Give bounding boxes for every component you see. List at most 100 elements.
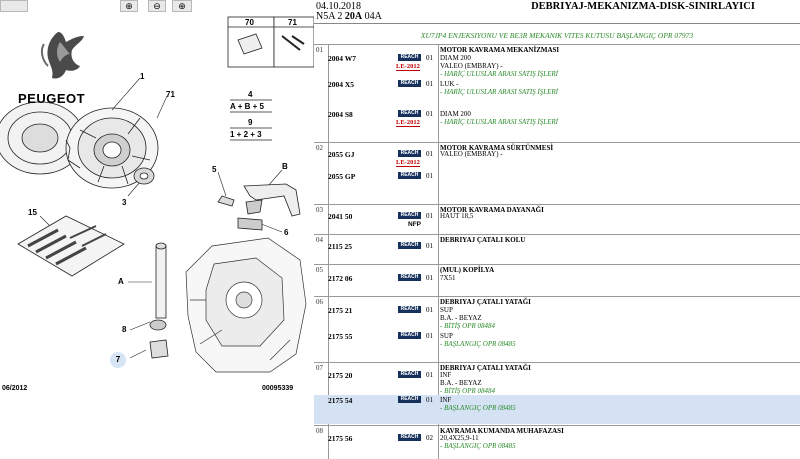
column-divider: [328, 44, 329, 459]
part-number[interactable]: 2175 54: [328, 396, 353, 405]
group-title: MOTOR KAVRAMA MEKANİZMASI: [440, 46, 560, 54]
diagram-drawing: [0, 16, 314, 373]
callout-4[interactable]: 4: [248, 90, 253, 99]
group-02: 02 MOTOR KAVRAMA SÜRTÜNMESİ: [314, 142, 800, 204]
callout-7-highlighted[interactable]: 7: [110, 352, 126, 368]
group-title: DEBRIYAJ ÇATALI YATAĞI: [440, 298, 531, 306]
le-2012-link[interactable]: LE-2012: [396, 63, 420, 71]
callout-71[interactable]: 71: [166, 90, 175, 99]
callout-B[interactable]: B: [282, 162, 288, 171]
part-number[interactable]: 2055 GP: [328, 172, 356, 181]
reach-badge[interactable]: REACH: [398, 396, 421, 403]
part-number[interactable]: 2175 20: [328, 371, 353, 380]
part-number[interactable]: 2175 55: [328, 332, 353, 341]
part-row-2004X5[interactable]: 2004 X5 REACH 01 LUK - - HARİÇ ULUSLAR A…: [314, 80, 800, 108]
column-divider: [438, 44, 439, 459]
group-number: 02: [316, 144, 323, 152]
model-code: N5A 2 20A 04A: [316, 11, 382, 22]
part-row-217555[interactable]: 2175 55 REACH 01 SUP - BAŞLANGIÇ OPR 084…: [314, 332, 800, 350]
part-row-217521[interactable]: 2175 21 REACH 01 SUP B.A. - BEYAZ - BİTİ…: [314, 306, 800, 332]
quantity: 01: [426, 274, 433, 282]
quantity: 01: [426, 54, 433, 62]
callout-15[interactable]: 15: [28, 208, 37, 217]
header-divider: [314, 23, 800, 24]
zoom-in-button[interactable]: ⊕: [120, 0, 138, 12]
part-number[interactable]: 2004 S8: [328, 110, 353, 119]
part-row-204150[interactable]: 2041 50 REACH NFP 01 HAUT 18,5: [314, 212, 800, 232]
callout-8[interactable]: 8: [122, 325, 127, 334]
part-number[interactable]: 2175 56: [328, 434, 353, 443]
reach-badge[interactable]: REACH: [398, 80, 421, 87]
reach-badge[interactable]: REACH: [398, 371, 421, 378]
part-row-2004S8[interactable]: 2004 S8 REACH LE-2012 01 DIAM 200 - HARİ…: [314, 110, 800, 140]
group-number: 07: [316, 364, 323, 372]
quantity: 01: [426, 396, 433, 404]
part-row-217556[interactable]: 2175 56 REACH 02 20,4X25,9-11 - BAŞLANGI…: [314, 434, 800, 456]
parts-list-pane: 04.10.2018 N5A 2 20A 04A DEBRIYAJ-MEKANI…: [314, 0, 800, 459]
part-number[interactable]: 2004 W7: [328, 54, 356, 63]
part-row-217554-selected[interactable]: 2175 54 REACH 01 INF - BAŞLANGIÇ OPR 084…: [314, 395, 800, 424]
group-title: (MUL) KOPİLYA: [440, 266, 495, 274]
gearbox-housing-drawing: [185, 237, 307, 373]
part-desc-line: HAUT 18,5: [440, 212, 474, 220]
zoom-out-icon: ⊖: [153, 1, 161, 11]
callout-6[interactable]: 6: [284, 228, 289, 237]
part-desc-line: DIAM 200: [440, 110, 471, 118]
leader-lines: [39, 77, 283, 359]
part-note-line: - BİTİŞ OPR 08484: [440, 322, 496, 330]
reach-badge[interactable]: REACH: [398, 274, 421, 281]
part-row-217206[interactable]: 2172 06 REACH 01 7X51: [314, 274, 800, 288]
part-row-2004W7[interactable]: 2004 W7 REACH LE-2012 01 DIAM 200 VALEO …: [314, 54, 800, 80]
quantity: 01: [426, 110, 433, 118]
callout-5[interactable]: 5: [212, 165, 217, 174]
reach-badge[interactable]: REACH: [398, 306, 421, 313]
reach-badge[interactable]: REACH: [398, 242, 421, 249]
part-number[interactable]: 2041 50: [328, 212, 353, 221]
group-title: DEBRIYAJ ÇATALI YATAĞI: [440, 364, 531, 372]
part-row-2055GJ[interactable]: 2055 GJ REACH LE-2012 01 VALEO (EMBRAY) …: [314, 150, 800, 172]
exploded-diagram[interactable]: ⊕ ⊖ ⊕: [0, 0, 314, 459]
group-01: 01 MOTOR KAVRAMA MEKANİZMASI: [314, 44, 800, 142]
group-05: 05 (MUL) KOPİLYA: [314, 264, 800, 296]
parts-kit-drawing: [17, 215, 125, 277]
reach-badge[interactable]: REACH: [398, 332, 421, 339]
part-desc-line: LUK -: [440, 80, 459, 88]
part-number[interactable]: 2004 X5: [328, 80, 355, 89]
reach-badge[interactable]: REACH: [398, 54, 421, 61]
callout-3[interactable]: 3: [122, 198, 127, 207]
inset-71-label[interactable]: 71: [288, 18, 297, 27]
part-number[interactable]: 2172 06: [328, 274, 353, 283]
group-number: 08: [316, 427, 323, 435]
group-number: 04: [316, 236, 323, 244]
zoom-in-icon: ⊕: [125, 1, 133, 11]
callout-A[interactable]: A: [118, 277, 124, 286]
zoom-fit-button[interactable]: ⊕: [172, 0, 192, 12]
reach-badge[interactable]: REACH: [398, 434, 421, 441]
part-number[interactable]: 2055 GJ: [328, 150, 355, 159]
reach-badge[interactable]: REACH: [398, 150, 421, 157]
reach-badge[interactable]: REACH: [398, 110, 421, 117]
group-title: KAVRAMA KUMANDA MUHAFAZASI: [440, 427, 564, 435]
reach-badge[interactable]: REACH: [398, 212, 421, 219]
le-2012-link[interactable]: LE-2012: [396, 159, 420, 167]
part-row-2055GP[interactable]: 2055 GP REACH 01: [314, 172, 800, 186]
equation-box: [230, 99, 272, 141]
zoom-out-button[interactable]: ⊖: [148, 0, 166, 12]
callout-1[interactable]: 1: [140, 72, 145, 81]
quantity: 01: [426, 371, 433, 379]
callout-9[interactable]: 9: [248, 118, 253, 127]
peugeot-wordmark: PEUGEOT: [18, 91, 86, 106]
part-row-217520[interactable]: 2175 20 REACH 01 INF B.A. - BEYAZ - BİTİ…: [314, 371, 800, 395]
quantity: 01: [426, 306, 433, 314]
quantity: 01: [426, 80, 433, 88]
clutch-fork-drawing: [217, 183, 301, 231]
part-number[interactable]: 2175 21: [328, 306, 353, 315]
applicability-notice: XU7JP4 ENJEKSIYONU VE BE3R MEKANIK VITES…: [420, 31, 694, 40]
part-number[interactable]: 2115 25: [328, 242, 352, 251]
part-note-line: - BAŞLANGIÇ OPR 08485: [440, 404, 516, 412]
le-2012-link[interactable]: LE-2012: [396, 119, 420, 127]
reach-badge[interactable]: REACH: [398, 172, 421, 179]
part-row-211525[interactable]: 2115 25 REACH 01: [314, 242, 800, 254]
inset-70-label[interactable]: 70: [245, 18, 254, 27]
diagram-footer-ref: 00095339: [262, 385, 294, 392]
